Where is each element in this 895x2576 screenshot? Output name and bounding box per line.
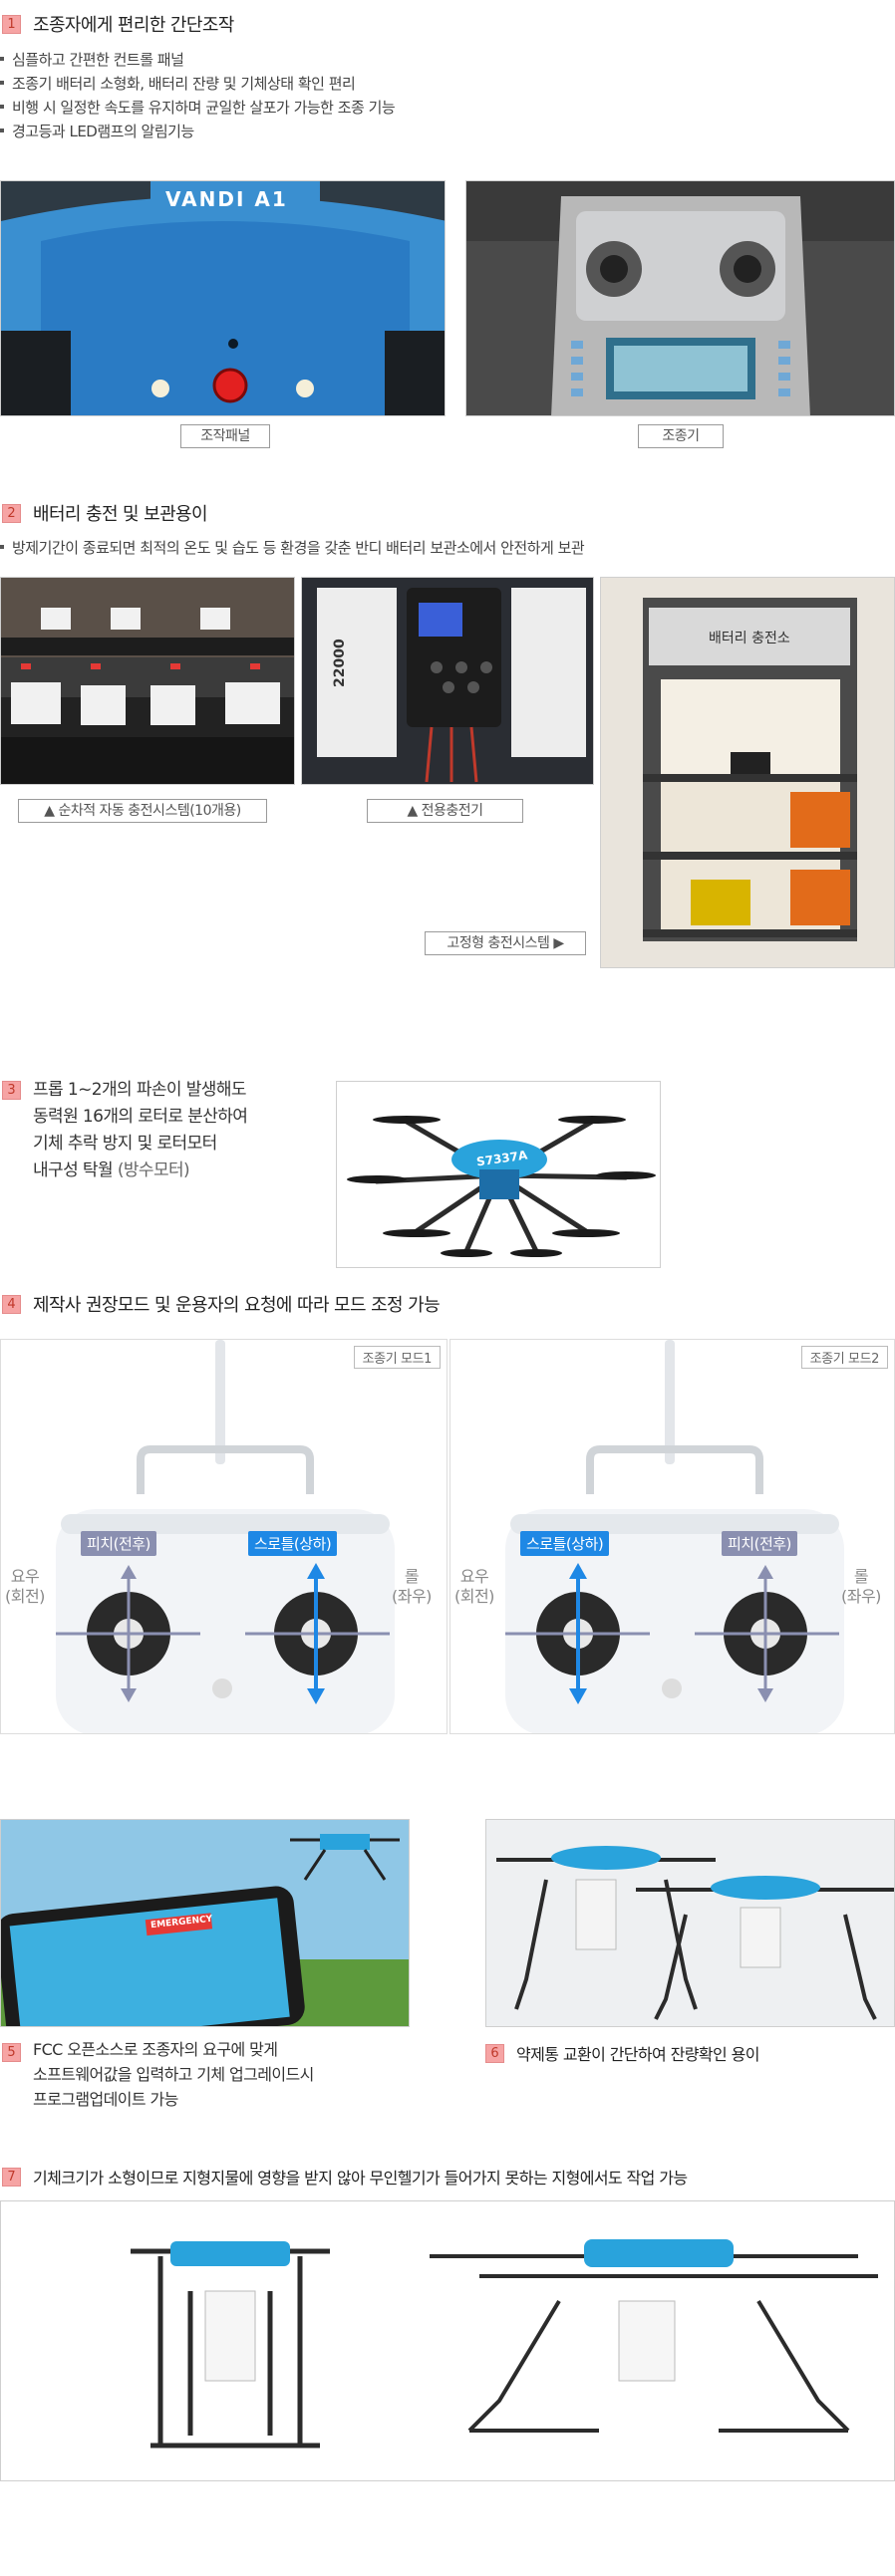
stick-label-left: 피치(전후) (81, 1531, 156, 1556)
text-line: 내구성 탁월 (방수모터) (33, 1158, 247, 1184)
section-2-header: 2 배터리 충전 및 보관용이 (2, 499, 208, 527)
stick-label-left: 스로틀(상하) (520, 1531, 610, 1556)
controller-mode2-panel: 조종기 모드2 스로틀(상하) 피치(전후) 요우 (회전) 롤 (좌우) (449, 1339, 895, 1734)
section-title: 제작사 권장모드 및 운용자의 요청에 따라 모드 조정 가능 (33, 1295, 441, 1316)
controller-mode1-panel: 조종기 모드1 피치(전후) 스로틀(상하) 요우 (회전) 롤 (좌우) (0, 1339, 448, 1734)
remote-controller-photo (465, 180, 895, 416)
section-number-badge: 6 (485, 2043, 504, 2063)
section-number-badge: 4 (2, 1294, 21, 1314)
roll-label-text: 롤 (853, 1567, 869, 1586)
list-item: 조종기 배터리 소형화, 배터리 잔량 및 기체상태 확인 편리 (0, 71, 395, 95)
section-5-text: FCC 오픈소스로 조종자의 요구에 맞게 소프트웨어값을 입력하고 기체 업그… (33, 2037, 314, 2112)
yaw-label-text: 요우 (459, 1567, 489, 1586)
text-line: 기체 추락 방지 및 로터모터 (33, 1134, 217, 1154)
feature-list: 심플하고 간편한 컨트롤 패널 조종기 배터리 소형화, 배터리 잔량 및 기체… (0, 47, 396, 142)
cabinet-label: 배터리 충전소 (709, 631, 790, 646)
yaw-label: 요우 (회전) (454, 1567, 494, 1607)
text-line: 프로그램업데이트 가능 (33, 2090, 178, 2109)
section-5-header: 5 (2, 2043, 21, 2062)
waterproof-note: (방수모터) (117, 1160, 190, 1180)
roll-label: 롤 (좌우) (841, 1567, 881, 1607)
control-panel-photo: VANDI A1 (0, 180, 446, 416)
section-3-header: 3 (2, 1081, 21, 1100)
feature-list: 방제기간이 종료되면 최적의 온도 및 습도 등 환경을 갖춘 반디 배터리 보… (0, 535, 585, 559)
sequential-charger-photo (0, 577, 295, 785)
roll-label-text: 롤 (404, 1567, 420, 1586)
section-number-badge: 5 (2, 2043, 21, 2062)
section-number-badge: 3 (2, 1081, 21, 1100)
caption-control-panel: 조작패널 (180, 424, 270, 448)
dedicated-charger-photo: 22000 (301, 577, 594, 785)
roll-label-sub: (좌우) (841, 1587, 881, 1606)
roll-label-sub: (좌우) (392, 1587, 432, 1606)
section-number-badge: 2 (2, 503, 21, 523)
yaw-label-text: 요우 (10, 1567, 40, 1586)
stick-label-right: 피치(전후) (722, 1531, 797, 1556)
list-item: 방제기간이 종료되면 최적의 온도 및 습도 등 환경을 갖춘 반디 배터리 보… (0, 535, 585, 559)
caption-remote: 조종기 (638, 424, 724, 448)
octocopter-photo: S7337A (336, 1081, 661, 1268)
text-line: 동력원 16개의 로터로 분산하여 (33, 1107, 248, 1127)
section-title: 조종자에게 편리한 간단조작 (33, 15, 234, 36)
yaw-label-sub: (회전) (5, 1587, 45, 1606)
tablet-app-photo: EMERGENCY (0, 1819, 410, 2027)
battery-cabinet-photo: 배터리 충전소 (600, 577, 895, 968)
tank-swap-photo (485, 1819, 895, 2027)
section-title: 기체크기가 소형이므로 지형지물에 영향을 받지 않아 무인헬기가 들어가지 못… (33, 2169, 688, 2188)
section-number-badge: 1 (2, 14, 21, 34)
caption-dedicated-charger: ▲ 전용충전기 (367, 799, 523, 823)
section-1-header: 1 조종자에게 편리한 간단조작 (2, 10, 234, 38)
text-line: 소프트웨어값을 입력하고 기체 업그레이드시 (33, 2065, 314, 2084)
section-6-header: 6 약제통 교환이 간단하여 잔량확인 용이 (485, 2039, 759, 2067)
caption-fixed-charging-system: 고정형 충전시스템 ▶ (425, 931, 586, 955)
section-title: 약제통 교환이 간단하여 잔량확인 용이 (516, 2045, 759, 2064)
section-number-badge: 7 (2, 2167, 21, 2187)
list-item: 경고등과 LED램프의 알림기능 (0, 119, 395, 142)
text-line-main: 내구성 탁월 (33, 1160, 114, 1180)
brand-logo-text: VANDI A1 (165, 187, 288, 211)
yaw-label: 요우 (회전) (5, 1567, 45, 1607)
section-7-header: 7 기체크기가 소형이므로 지형지물에 영향을 받지 않아 무인헬기가 들어가지… (2, 2163, 688, 2190)
compact-drone-photo (0, 2200, 895, 2481)
list-item: 심플하고 간편한 컨트롤 패널 (0, 47, 395, 71)
text-line: FCC 오픈소스로 조종자의 요구에 맞게 (33, 2040, 278, 2059)
mode-tag: 조종기 모드1 (353, 1346, 441, 1369)
battery-capacity-label: 22000 (332, 639, 348, 687)
yaw-label-sub: (회전) (454, 1587, 494, 1606)
section-4-header: 4 제작사 권장모드 및 운용자의 요청에 따라 모드 조정 가능 (2, 1290, 441, 1318)
text-line: 프롭 1~2개의 파손이 발생해도 (33, 1080, 247, 1100)
list-item: 비행 시 일정한 속도를 유지하며 균일한 살포가 가능한 조종 기능 (0, 95, 396, 119)
mode-tag: 조종기 모드2 (800, 1346, 888, 1369)
section-3-text: 프롭 1~2개의 파손이 발생해도 동력원 16개의 로터로 분산하여 기체 추… (33, 1077, 248, 1184)
roll-label: 롤 (좌우) (392, 1567, 432, 1607)
caption-sequential-charger: ▲ 순차적 자동 충전시스템(10개용) (18, 799, 267, 823)
stick-label-right: 스로틀(상하) (248, 1531, 338, 1556)
section-title: 배터리 충전 및 보관용이 (33, 504, 208, 525)
